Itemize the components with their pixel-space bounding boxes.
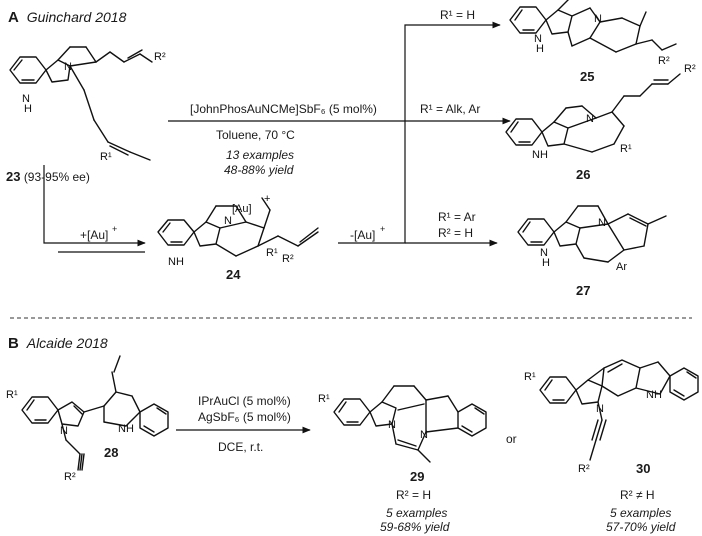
start-23-caption: 23 (93-95% ee)	[6, 169, 90, 185]
branch-arrow-top	[338, 21, 501, 244]
section-a-arrows	[43, 21, 511, 253]
yield-text: 48-88% yield	[224, 163, 294, 177]
section-a-title: Guinchard 2018	[26, 9, 127, 25]
catalyst-text: [JohnPhosAuNCMe]SbF₆ (5 mol%)	[190, 102, 377, 116]
atom-r2: R²	[578, 463, 590, 475]
product-25	[509, 0, 677, 53]
gold-activation-arrow	[43, 165, 146, 247]
atom-au: [Au]	[232, 203, 252, 215]
section-a-heading: A Guinchard 2018	[8, 10, 126, 25]
atom-n: N	[64, 61, 72, 73]
product-29-yield: 59-68% yield	[380, 520, 450, 534]
molecule-28	[21, 355, 169, 471]
product-29-label: 29	[410, 469, 425, 484]
atom-r1: R¹	[524, 371, 536, 383]
atom-nh: NH	[532, 149, 548, 161]
product-30	[539, 359, 699, 461]
atom-nh: NH	[646, 389, 662, 401]
intermediate-24	[157, 197, 319, 257]
branch-3-condition-2: R² = H	[438, 226, 474, 240]
or-text: or	[506, 432, 517, 446]
section-b-letter: B	[8, 335, 19, 352]
branch-2-condition: R¹ = Alk, Ar	[420, 102, 481, 116]
atom-n: N	[60, 425, 68, 437]
start-23-ee: (93-95% ee)	[23, 170, 90, 184]
section-b-title: Alcaide 2018	[26, 335, 108, 351]
product-25-label: 25	[580, 69, 595, 84]
remove-gold-text: -[Au]	[350, 228, 376, 242]
atom-n: N	[388, 419, 396, 431]
atom-n: N	[224, 215, 232, 227]
remove-gold-charge: +	[380, 224, 386, 234]
atom-r2: R²	[658, 55, 670, 67]
atom-r1: R¹	[266, 247, 278, 259]
add-gold-text: +[Au]	[80, 228, 109, 242]
molecule-28-label: 28	[104, 445, 119, 460]
product-27-label: 27	[576, 283, 591, 298]
product-29	[333, 385, 487, 463]
atom-r2: R²	[64, 471, 76, 483]
atom-r2: R²	[684, 63, 696, 75]
product-29-examples: 5 examples	[386, 506, 448, 520]
atom-plus: +	[264, 193, 270, 205]
atom-n: N	[534, 33, 542, 45]
atom-n: N	[540, 247, 548, 259]
product-30-label: 30	[636, 461, 651, 476]
atom-r2: R²	[154, 51, 166, 63]
atom-n: N	[586, 113, 594, 125]
atom-r1: R¹	[318, 393, 330, 405]
product-30-condition: R² ≠ H	[620, 488, 655, 502]
reagent-1-text: IPrAuCl (5 mol%)	[198, 394, 291, 408]
section-b-heading: B Alcaide 2018	[8, 336, 108, 351]
atom-n: N	[598, 217, 606, 229]
branch-3-condition-1: R¹ = Ar	[438, 210, 476, 224]
atom-nh: NH	[168, 256, 184, 268]
product-26-label: 26	[576, 167, 591, 182]
atom-nh: NH	[118, 423, 134, 435]
section-b-conditions: DCE, r.t.	[218, 440, 264, 454]
atom-h: H	[536, 43, 544, 55]
add-gold-charge: +	[112, 224, 118, 234]
examples-text: 13 examples	[226, 148, 295, 162]
conditions-text: Toluene, 70 °C	[216, 128, 295, 142]
branch-1-condition: R¹ = H	[440, 8, 476, 22]
product-30-yield: 57-70% yield	[606, 520, 676, 534]
atom-r1: R¹	[6, 389, 18, 401]
product-26	[505, 73, 681, 153]
atom-n: N	[594, 13, 602, 25]
intermediate-24-label: 24	[226, 267, 241, 282]
atom-labels: N H N R² R¹ NH N [Au] + R¹ R² N N H R² N…	[6, 13, 696, 483]
atom-r1: R¹	[620, 143, 632, 155]
molecule-23	[9, 46, 153, 161]
atom-h: H	[24, 103, 32, 115]
start-23-label: 23	[6, 169, 21, 184]
section-a-letter: A	[8, 9, 19, 26]
atom-n: N	[596, 403, 604, 415]
atom-n: N	[420, 429, 428, 441]
atom-n: N	[22, 93, 30, 105]
product-27	[517, 205, 667, 263]
product-30-examples: 5 examples	[610, 506, 672, 520]
atom-ar: Ar	[616, 261, 627, 273]
atom-h: H	[542, 257, 550, 269]
product-29-condition: R² = H	[396, 488, 432, 502]
atom-r2: R²	[282, 253, 294, 265]
reagent-2-text: AgSbF₆ (5 mol%)	[198, 410, 291, 424]
atom-r1: R¹	[100, 151, 112, 163]
